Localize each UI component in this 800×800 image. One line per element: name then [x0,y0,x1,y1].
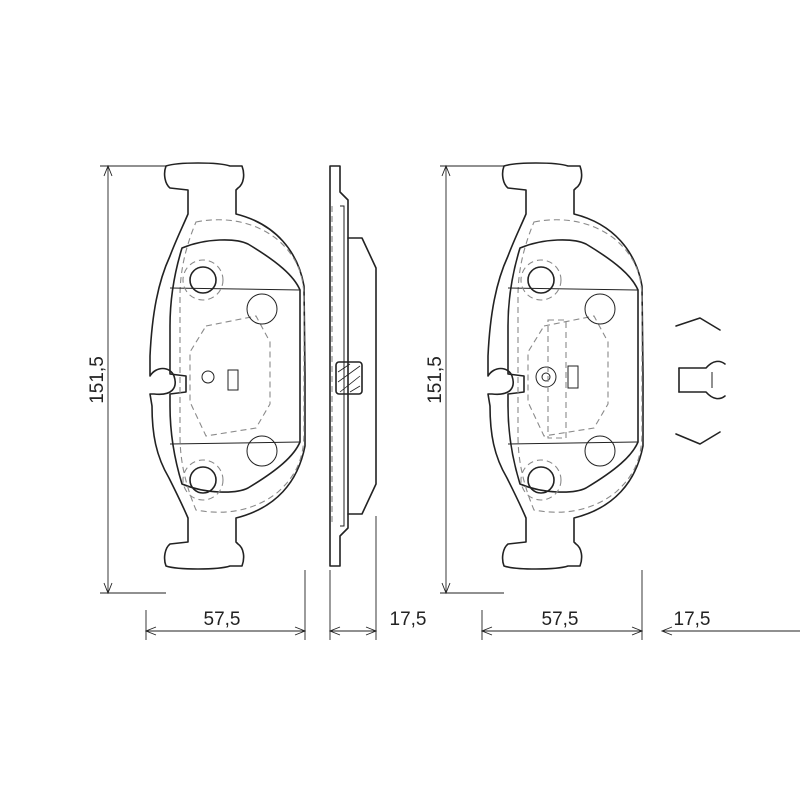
left-height-label: 151,5 [87,356,108,404]
right-pad-face-view [487,162,644,570]
left-pad-face-view [149,162,306,570]
left-thickness-label: 17,5 [390,609,427,630]
left-width-label: 57,5 [204,609,241,630]
right-width-dimension [480,570,644,640]
right-height-label: 151,5 [425,356,446,404]
left-height-dimension [100,164,166,595]
right-width-label: 57,5 [542,609,579,630]
pad-edge-view [329,165,377,567]
right-height-dimension [440,164,504,595]
right-thickness-label: 17,5 [674,609,711,630]
left-width-dimension [144,570,307,640]
right-thickness-dimension [660,626,800,636]
left-thickness-dimension [328,516,378,640]
clip-detail-view [675,317,726,445]
